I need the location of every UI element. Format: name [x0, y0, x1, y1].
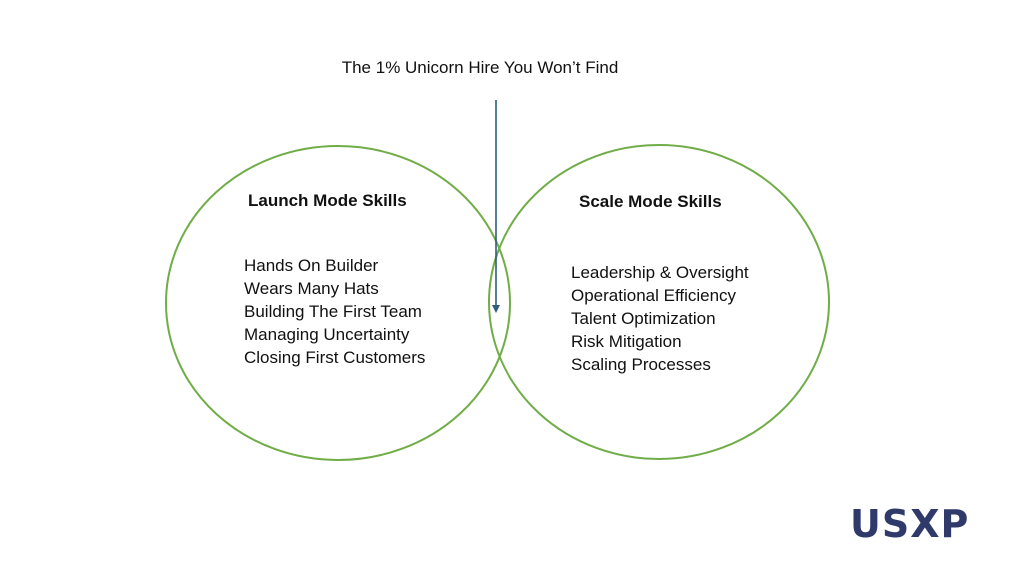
launch-mode-heading: Launch Mode Skills: [248, 191, 407, 210]
scale-mode-skill-list: Leadership & Oversight Operational Effic…: [571, 261, 749, 376]
list-item: Leadership & Oversight: [571, 263, 749, 282]
launch-mode-circle: [165, 145, 511, 461]
list-item: Building The First Team: [244, 302, 422, 321]
scale-mode-circle: [488, 144, 830, 460]
scale-mode-heading: Scale Mode Skills: [579, 192, 722, 211]
diagram-title: The 1% Unicorn Hire You Won’t Find: [341, 58, 619, 77]
list-item: Operational Efficiency: [571, 286, 737, 305]
list-item: Managing Uncertainty: [244, 325, 410, 344]
list-item: Closing First Customers: [244, 348, 426, 367]
list-item: Wears Many Hats: [244, 279, 379, 298]
launch-mode-skill-list: Hands On Builder Wears Many Hats Buildin…: [244, 254, 425, 369]
usxp-logo: USXP: [850, 502, 970, 546]
list-item: Scaling Processes: [571, 355, 711, 374]
list-item: Talent Optimization: [571, 309, 716, 328]
list-item: Risk Mitigation: [571, 332, 682, 351]
list-item: Hands On Builder: [244, 256, 379, 275]
